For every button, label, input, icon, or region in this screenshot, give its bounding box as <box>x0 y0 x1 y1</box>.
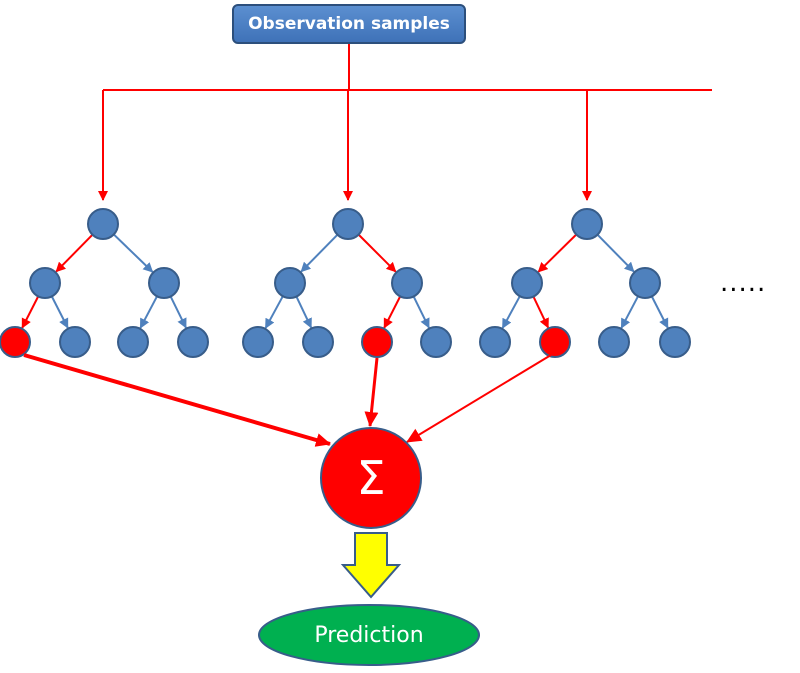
tree-edge <box>295 296 313 329</box>
tree-edge <box>620 295 639 329</box>
tree-internal-node <box>511 267 543 299</box>
tree-edge <box>55 233 94 273</box>
tree-root-node <box>87 208 119 240</box>
tree-2 <box>242 208 452 358</box>
tree-edge <box>596 233 635 273</box>
prediction-label: Prediction <box>314 622 424 648</box>
tree-edge <box>357 233 397 273</box>
down-block-arrow <box>340 532 402 599</box>
tree-edge <box>532 296 550 329</box>
tree-leaf-node <box>420 326 452 358</box>
aggregation-arrow-3 <box>406 354 552 443</box>
tree-edge <box>50 295 69 329</box>
tree-leaf-node <box>177 326 209 358</box>
tree-leaf-node <box>598 326 630 358</box>
tree-internal-node <box>29 267 61 299</box>
sum-node <box>320 427 422 529</box>
tree-edge <box>412 296 430 329</box>
tree-3 <box>479 208 691 358</box>
aggregation-arrow-2 <box>364 357 379 427</box>
tree-edge <box>383 295 402 329</box>
tree-leaf-node <box>59 326 91 358</box>
selected-leaf-node <box>0 326 31 358</box>
more-trees-ellipsis: ..... <box>720 268 767 298</box>
prediction-ellipse <box>258 604 480 666</box>
selected-leaf-node <box>361 326 393 358</box>
tree-internal-node <box>274 267 306 299</box>
tree-edge <box>264 295 284 329</box>
observation-samples-box: Observation samples <box>232 4 466 44</box>
sum-symbol: Σ <box>356 451 386 505</box>
tree-edge <box>169 296 187 329</box>
selected-leaf-node <box>539 326 571 358</box>
tree-edge <box>501 295 521 329</box>
decision-trees <box>0 208 691 358</box>
tree-edge <box>139 295 158 329</box>
aggregation-arrow-1 <box>23 353 331 447</box>
tree-edge <box>113 233 154 273</box>
tree-edge <box>21 295 40 329</box>
tree-1 <box>0 208 209 358</box>
tree-leaf-node <box>659 326 691 358</box>
tree-leaf-node <box>479 326 511 358</box>
tree-internal-node <box>629 267 661 299</box>
tree-leaf-node <box>242 326 274 358</box>
sample-distribution-lines <box>98 44 712 201</box>
tree-leaf-node <box>117 326 149 358</box>
tree-leaf-node <box>302 326 334 358</box>
tree-internal-node <box>148 267 180 299</box>
tree-internal-node <box>391 267 423 299</box>
tree-edge <box>537 233 578 273</box>
tree-edge <box>650 295 669 329</box>
aggregation-arrows <box>23 353 552 447</box>
tree-edge <box>300 233 339 273</box>
tree-root-node <box>571 208 603 240</box>
tree-root-node <box>332 208 364 240</box>
